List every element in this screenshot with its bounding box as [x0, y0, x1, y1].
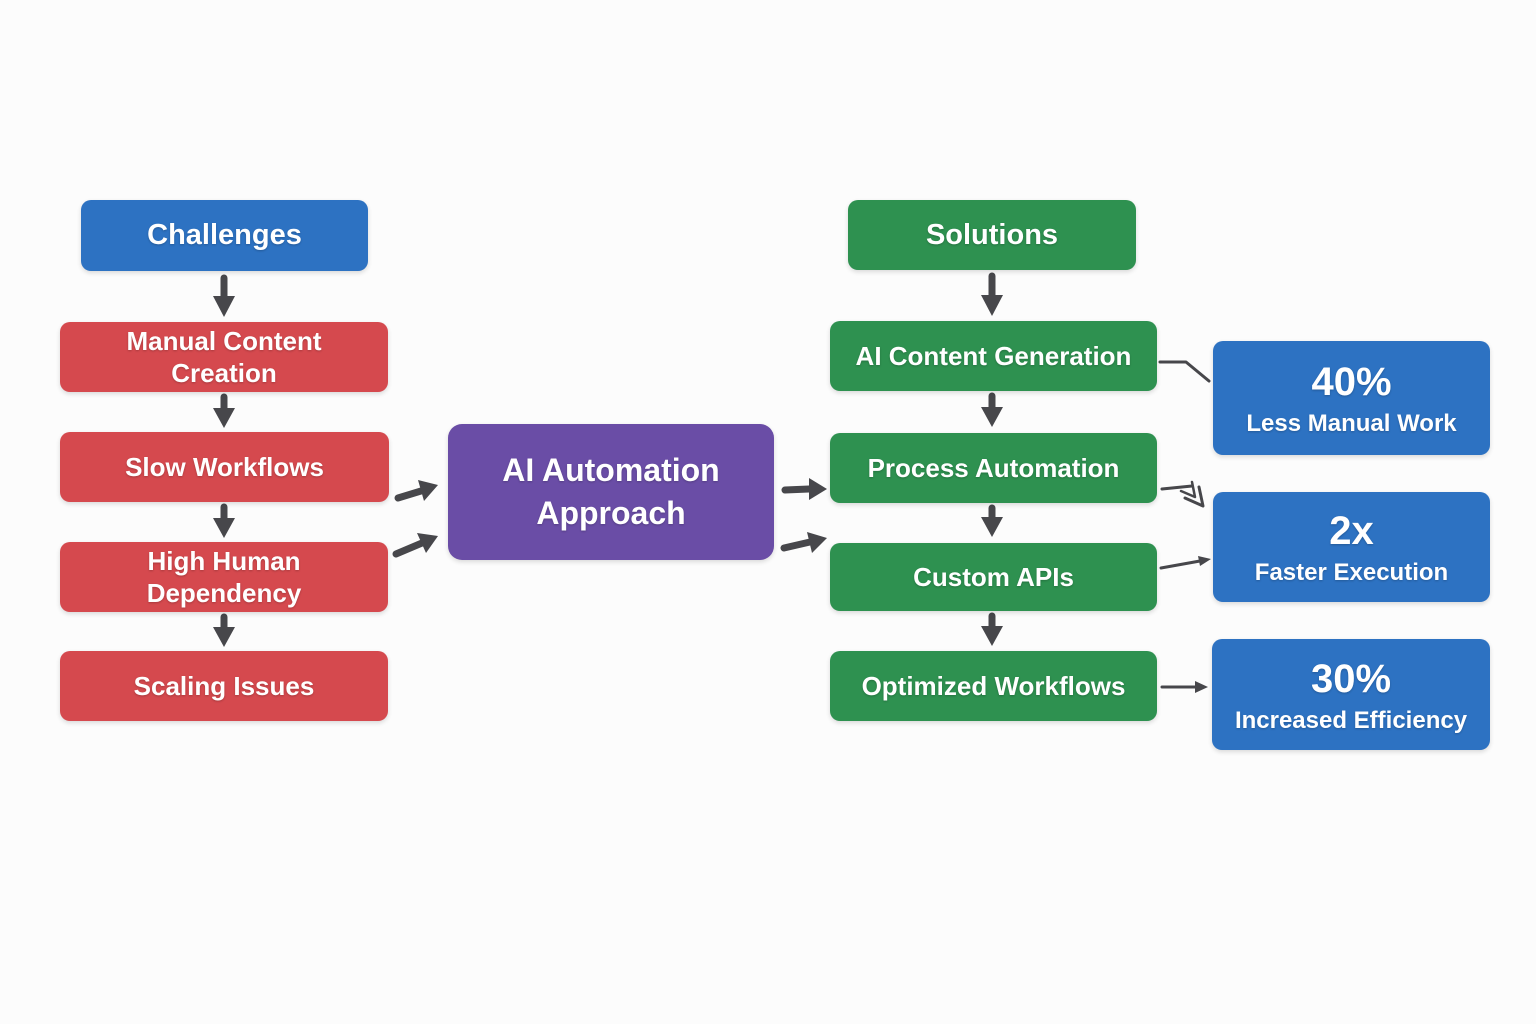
solution-process-automation: Process Automation [830, 433, 1157, 503]
outcome-faster-execution: 2x Faster Execution [1213, 492, 1490, 602]
down-arrow-challenges-to-manual [213, 274, 235, 317]
down-arrow-ai-content-to-process [981, 392, 1003, 427]
solutions-header: Solutions [848, 200, 1136, 270]
outcome-increased-efficiency: 30% Increased Efficiency [1212, 639, 1490, 750]
arrow-process-automation-to-2x [1160, 480, 1205, 508]
down-arrow-manual-to-slow [213, 393, 235, 428]
challenges-header: Challenges [81, 200, 368, 271]
arrow-slow-workflows-to-approach [394, 480, 438, 502]
arrow-custom-apis-to-2x [1159, 556, 1211, 570]
solution-optimized-workflows: Optimized Workflows [830, 651, 1157, 721]
down-arrow-apis-to-optimized [981, 612, 1003, 646]
challenge-manual-content-creation: Manual Content Creation [60, 322, 388, 392]
solution-custom-apis: Custom APIs [830, 543, 1157, 611]
arrow-optimized-workflows-to-30-percent [1160, 681, 1208, 693]
outcome-value: 30% [1310, 656, 1392, 701]
challenge-slow-workflows: Slow Workflows [60, 432, 389, 502]
outcome-less-manual-work: 40% Less Manual Work [1213, 341, 1490, 455]
outcome-label: Faster Execution [1254, 559, 1449, 586]
challenge-scaling-issues: Scaling Issues [60, 651, 388, 721]
outcome-value: 2x [1329, 509, 1374, 553]
solution-ai-content-generation: AI Content Generation [830, 321, 1157, 391]
down-arrow-process-to-apis [981, 504, 1003, 537]
ai-automation-approach-node: AI Automation Approach [448, 424, 774, 560]
outcome-label: Increased Efficiency [1234, 706, 1468, 734]
down-arrow-solutions-to-ai-content [981, 272, 1003, 316]
outcome-label: Less Manual Work [1246, 410, 1457, 437]
arrow-approach-to-process-automation [781, 478, 827, 500]
down-arrow-slow-to-dependency [213, 503, 235, 538]
arrow-high-dependency-to-approach [392, 533, 438, 558]
challenge-high-human-dependency: High Human Dependency [60, 542, 388, 612]
outcome-value: 40% [1311, 360, 1392, 404]
down-arrow-dependency-to-scaling [213, 613, 235, 647]
connector-ai-content-to-40-percent [1158, 360, 1211, 383]
arrow-approach-to-custom-apis [780, 532, 827, 553]
